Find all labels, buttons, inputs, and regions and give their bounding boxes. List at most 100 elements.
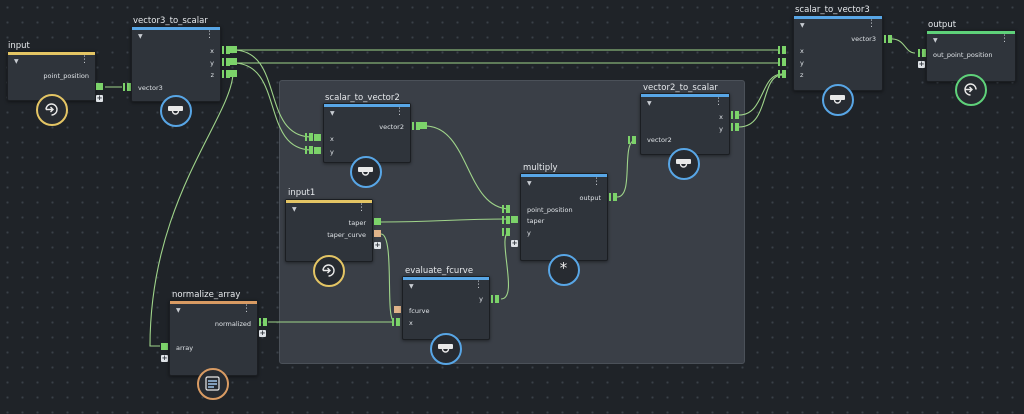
input-port-y-pin[interactable] bbox=[314, 147, 321, 154]
input-port-taper[interactable] bbox=[511, 216, 518, 223]
output-port-taper[interactable] bbox=[374, 218, 381, 225]
output-port-y-extra[interactable] bbox=[230, 58, 237, 65]
input-port-fcurve[interactable] bbox=[394, 306, 401, 313]
input-port-y[interactable] bbox=[778, 58, 786, 66]
add-port-button[interactable]: + bbox=[259, 329, 266, 337]
node-menu-icon[interactable]: ⋮ bbox=[867, 19, 876, 29]
add-port-button[interactable]: + bbox=[918, 60, 925, 68]
output-port-normalized[interactable] bbox=[259, 318, 267, 326]
node-title-normalize-array: normalize_array bbox=[172, 290, 241, 300]
output-port-y[interactable] bbox=[222, 58, 230, 66]
output-port-point-position[interactable] bbox=[96, 83, 103, 90]
input-port-vector2[interactable] bbox=[628, 136, 636, 144]
node-title-input: input bbox=[8, 41, 30, 51]
input-label-x: x bbox=[330, 135, 334, 143]
connector-icon bbox=[676, 159, 691, 168]
input-port-vector3[interactable] bbox=[123, 83, 131, 91]
collapse-arrow-icon[interactable]: ▼ bbox=[933, 37, 938, 44]
input-port-out-point-position[interactable] bbox=[918, 49, 926, 57]
node-title-multiply: multiply bbox=[523, 163, 558, 173]
asterisk-icon: * bbox=[559, 259, 568, 277]
node-color-bar bbox=[794, 16, 882, 19]
collapse-arrow-icon[interactable]: ▼ bbox=[647, 100, 652, 107]
scalar-to-vector2-node-icon bbox=[350, 156, 382, 188]
output-port-output[interactable] bbox=[609, 193, 617, 201]
node-menu-icon[interactable]: ⋮ bbox=[395, 107, 404, 117]
node-title-scalar-to-vector3: scalar_to_vector3 bbox=[795, 5, 870, 15]
node-multiply[interactable]: ▼ ⋮ point_position taper y output bbox=[520, 173, 608, 261]
add-port-button[interactable]: + bbox=[161, 354, 168, 362]
arrow-out-icon bbox=[964, 83, 977, 96]
node-vector3-to-scalar[interactable]: ▼ ⋮ vector3 x y z bbox=[131, 26, 221, 102]
connector-icon bbox=[168, 106, 183, 115]
node-evaluate-fcurve[interactable]: ▼ ⋮ fcurve x y bbox=[402, 276, 490, 340]
evaluate-fcurve-node-icon bbox=[430, 333, 462, 365]
node-menu-icon[interactable]: ⋮ bbox=[205, 30, 214, 40]
output-port-y[interactable] bbox=[731, 123, 739, 131]
node-menu-icon[interactable]: ⋮ bbox=[1000, 34, 1009, 44]
input-port-x[interactable] bbox=[305, 133, 313, 141]
output-port-z[interactable] bbox=[222, 70, 230, 78]
input-port-taper-stack[interactable] bbox=[502, 216, 510, 224]
input-port-array[interactable] bbox=[161, 343, 168, 350]
input-label-x: x bbox=[409, 319, 413, 327]
output-port-y[interactable] bbox=[491, 295, 499, 303]
vector3-to-scalar-node-icon bbox=[160, 95, 192, 127]
node-scalar-to-vector3[interactable]: ▼ ⋮ x y z vector3 bbox=[793, 15, 883, 91]
collapse-arrow-icon[interactable]: ▼ bbox=[330, 110, 335, 117]
output-label-y: y bbox=[210, 59, 214, 67]
node-vector2-to-scalar[interactable]: ▼ ⋮ vector2 x y bbox=[640, 93, 730, 155]
output-port-z-extra[interactable] bbox=[230, 70, 237, 77]
node-menu-icon[interactable]: ⋮ bbox=[80, 55, 89, 65]
wire-v2s-y-to-z[interactable] bbox=[738, 74, 783, 128]
output-port-vector2-pin[interactable] bbox=[420, 122, 427, 129]
collapse-arrow-icon[interactable]: ▼ bbox=[14, 58, 19, 65]
collapse-arrow-icon[interactable]: ▼ bbox=[138, 33, 143, 40]
output-port-vector2[interactable] bbox=[412, 122, 420, 130]
input-port-y[interactable] bbox=[502, 228, 510, 236]
output-label-vector2: vector2 bbox=[379, 123, 404, 131]
input-port-x[interactable] bbox=[392, 318, 400, 326]
output-port-x[interactable] bbox=[222, 46, 230, 54]
output-port-vector3[interactable] bbox=[884, 35, 892, 43]
node-menu-icon[interactable]: ⋮ bbox=[242, 304, 251, 314]
add-port-button[interactable]: + bbox=[96, 94, 103, 102]
collapse-arrow-icon[interactable]: ▼ bbox=[176, 307, 181, 314]
add-port-button[interactable]: + bbox=[511, 239, 518, 247]
input-label-x: x bbox=[800, 47, 804, 55]
input-port-z[interactable] bbox=[778, 70, 786, 78]
output-port-x-extra[interactable] bbox=[230, 46, 237, 53]
node-input1[interactable]: ▼ ⋮ taper taper_curve bbox=[285, 199, 373, 262]
node-menu-icon[interactable]: ⋮ bbox=[714, 97, 723, 107]
connector-icon bbox=[358, 167, 373, 176]
node-menu-icon[interactable]: ⋮ bbox=[592, 177, 601, 187]
node-menu-icon[interactable]: ⋮ bbox=[474, 280, 483, 290]
node-input[interactable]: ▼ ⋮ point_position bbox=[7, 51, 96, 101]
input-label-fcurve: fcurve bbox=[409, 307, 430, 315]
arrow-in-icon bbox=[45, 103, 58, 116]
input-port-x-pin[interactable] bbox=[314, 134, 321, 141]
wire-vector3-to-output[interactable] bbox=[891, 38, 916, 54]
output-port-x[interactable] bbox=[731, 111, 739, 119]
node-title-scalar-to-vector2: scalar_to_vector2 bbox=[325, 93, 400, 103]
input-port-x[interactable] bbox=[778, 46, 786, 54]
collapse-arrow-icon[interactable]: ▼ bbox=[527, 180, 532, 187]
output-label-output: output bbox=[579, 194, 601, 202]
node-scalar-to-vector2[interactable]: ▼ ⋮ x y vector2 bbox=[323, 103, 411, 163]
collapse-arrow-icon[interactable]: ▼ bbox=[409, 283, 414, 290]
input-port-y[interactable] bbox=[305, 146, 313, 154]
add-port-button[interactable]: + bbox=[374, 241, 381, 249]
collapse-arrow-icon[interactable]: ▼ bbox=[800, 22, 805, 29]
node-normalize-array[interactable]: ▼ ⋮ array normalized bbox=[169, 300, 258, 376]
output-label-x: x bbox=[719, 113, 723, 121]
input-port-point-position[interactable] bbox=[502, 205, 510, 213]
collapse-arrow-icon[interactable]: ▼ bbox=[292, 206, 297, 213]
output-port-taper-curve[interactable] bbox=[374, 230, 381, 237]
input-label-point-position: point_position bbox=[527, 206, 573, 214]
wire-v2s-x-to-z[interactable] bbox=[738, 73, 783, 116]
input1-node-icon bbox=[313, 255, 345, 287]
output-label-taper-curve: taper_curve bbox=[327, 231, 366, 239]
node-menu-icon[interactable]: ⋮ bbox=[357, 203, 366, 213]
output-label-z: z bbox=[210, 71, 214, 79]
node-title-evaluate-fcurve: evaluate_fcurve bbox=[405, 266, 474, 276]
